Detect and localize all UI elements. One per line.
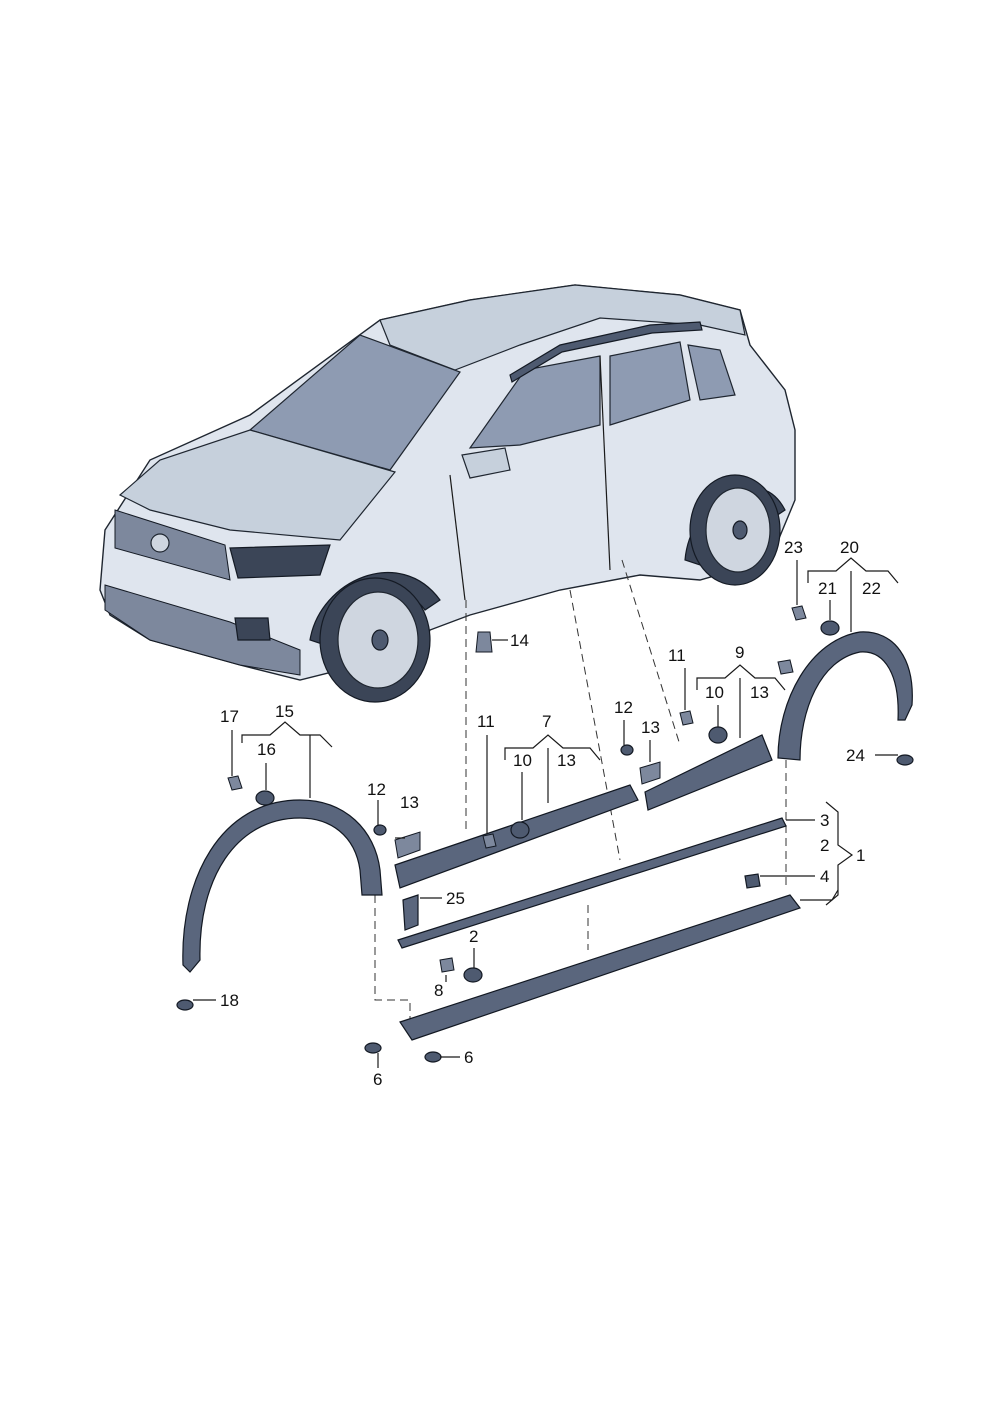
vehicle-rear-side-window [609, 341, 691, 426]
callout-25: 25 [446, 889, 465, 908]
clip-part-8 [439, 957, 455, 973]
door-trim-part-9 [644, 734, 773, 811]
callout-1: 1 [856, 846, 865, 865]
screw-part-18 [176, 999, 194, 1011]
clip-part-11 [482, 833, 497, 849]
wheel-arch-trim-part-20 [777, 631, 913, 761]
callout-7: 7 [542, 712, 551, 731]
callout-6b: 6 [464, 1048, 473, 1067]
projection-line [569, 589, 621, 861]
door-trim-clip-13 [394, 831, 421, 859]
callout-2b: 2 [469, 927, 478, 946]
vehicle-illustration [99, 284, 796, 703]
door-trim-clip-13b [639, 761, 661, 785]
callout-labels: 14 17 15 16 18 11 7 10 13 12 13 25 11 9 … [220, 538, 881, 1089]
vehicle-door-line-front [449, 474, 466, 601]
screw-part-24 [896, 754, 914, 766]
projection-line [374, 895, 411, 1020]
callout-15: 15 [275, 702, 294, 721]
vehicle-quarter-window [687, 344, 736, 401]
callout-8: 8 [434, 981, 443, 1000]
clip-part-21 [820, 620, 840, 636]
vehicle-front-hub [371, 629, 389, 651]
projection-line [621, 559, 681, 746]
vehicle-hood [118, 429, 397, 541]
bracket-7 [504, 734, 601, 761]
callout-24: 24 [846, 746, 865, 765]
vehicle-door-line [599, 355, 611, 571]
callout-10: 10 [513, 751, 532, 770]
parts [176, 605, 914, 1063]
vehicle-mirror [461, 447, 511, 479]
callout-22: 22 [862, 579, 881, 598]
trim-part-25 [402, 894, 419, 931]
leader-2 [800, 889, 839, 901]
screw-part-6b [424, 1051, 442, 1063]
callout-23: 23 [784, 538, 803, 557]
callout-10b: 10 [705, 683, 724, 702]
callout-18: 18 [220, 991, 239, 1010]
callout-11b: 11 [668, 646, 686, 665]
callout-13c: 13 [750, 683, 769, 702]
vehicle-badge [150, 533, 170, 553]
callout-14: 14 [510, 631, 529, 650]
callout-6: 6 [373, 1070, 382, 1089]
clip-part-10b [708, 726, 728, 744]
sill-strip-part-3 [397, 817, 787, 949]
screw-part-12b [620, 744, 634, 756]
callout-3: 3 [820, 811, 829, 830]
projection-lines [374, 559, 787, 1020]
clip-part-11b [679, 710, 694, 726]
clip-part-17 [227, 775, 243, 791]
callout-2: 2 [820, 836, 829, 855]
bracket-1 [825, 801, 854, 906]
clip-part-10 [510, 821, 530, 839]
vehicle-rear-hub [732, 520, 748, 540]
wheel-arch-trim-part-15 [182, 799, 383, 973]
callout-9: 9 [735, 643, 744, 662]
vehicle-roof-rail [509, 321, 703, 383]
bracket-9 [696, 664, 786, 691]
callout-21: 21 [818, 579, 837, 598]
callout-12b: 12 [614, 698, 633, 717]
clip-part-14 [475, 631, 493, 653]
callout-16: 16 [257, 740, 276, 759]
screw-part-12 [373, 824, 387, 836]
clip-part-4 [744, 873, 761, 889]
screw-part-6 [364, 1042, 382, 1054]
callout-12: 12 [367, 780, 386, 799]
vehicle-headlight [229, 544, 331, 579]
clip-part-23 [791, 605, 807, 621]
callout-13-left: 13 [400, 793, 419, 812]
leader-lines [193, 557, 899, 1068]
callout-13: 13 [557, 751, 576, 770]
callout-20: 20 [840, 538, 859, 557]
bracket-15 [241, 721, 333, 748]
callout-4: 4 [820, 867, 829, 886]
vehicle-front-side-window [468, 355, 601, 449]
callout-17: 17 [220, 707, 239, 726]
clip-part-22b [777, 659, 794, 675]
bracket-20 [807, 557, 899, 584]
callout-11: 11 [477, 712, 495, 731]
sill-panel-part-2 [399, 894, 801, 1041]
vehicle-front-grille [114, 509, 231, 581]
callout-13d: 13 [641, 718, 660, 737]
vehicle-fog-light [234, 617, 271, 641]
clip-part-2 [463, 967, 483, 983]
clip-part-16 [255, 790, 275, 806]
